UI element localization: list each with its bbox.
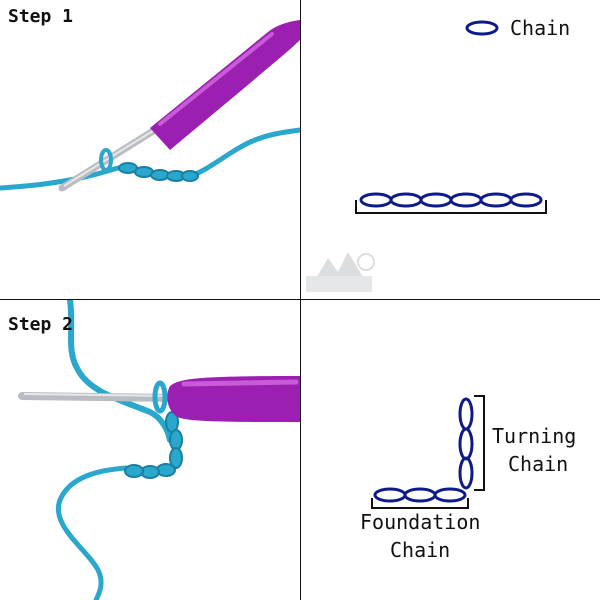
chain-stitch (479, 192, 513, 208)
yarn-bottom (55, 465, 129, 600)
watermark-logo (306, 252, 375, 292)
turning-chain-diagram-panel: Turning Chain Foundation Chain (300, 300, 600, 600)
chain-bracket (355, 200, 547, 214)
vertical-divider (300, 0, 301, 600)
chain-stitch (419, 192, 453, 208)
chain-stitch (359, 192, 393, 208)
step-1-photo-panel: Step 1 (0, 0, 300, 300)
step-1-illustration (0, 20, 300, 192)
chain-stitch (449, 192, 483, 208)
foundation-chain-label-line1: Foundation (360, 510, 481, 534)
yarn-top (67, 300, 173, 443)
chain-stitch (509, 192, 543, 208)
turning-chain-label-line2: Chain (508, 452, 569, 476)
step-2-illustration (18, 300, 300, 600)
step-2-photo-panel: Step 2 (0, 300, 300, 600)
yarn-tail-left (0, 165, 121, 191)
loop-on-hook (99, 148, 113, 172)
chain-diagram-panel: Chain (300, 0, 600, 300)
chain-stitch-icon (465, 20, 499, 36)
chain-stitches-photo-2 (124, 411, 183, 479)
turning-bracket (474, 395, 485, 491)
chain-stitches-photo (118, 162, 199, 182)
turning-chain-stitches (458, 397, 474, 490)
foundation-chain-stitches (373, 487, 467, 503)
foundation-bracket (371, 498, 469, 509)
foundation-chain-label-line2: Chain (390, 538, 451, 562)
step-2-label: Step 2 (8, 314, 74, 335)
horizontal-divider (0, 299, 600, 300)
chain-diagram (306, 20, 547, 292)
loop-on-hook-2 (152, 380, 168, 414)
turning-chain-label-line1: Turning (492, 424, 577, 448)
legend-chain-label: Chain (510, 16, 571, 40)
chain-stitch (389, 192, 423, 208)
step-1-label: Step 1 (8, 6, 74, 27)
hook-handle-2 (167, 376, 300, 422)
chain-row (359, 192, 543, 208)
yarn-tail-right (187, 127, 300, 179)
hook-handle (150, 20, 300, 150)
turning-chain-diagram (371, 395, 485, 509)
